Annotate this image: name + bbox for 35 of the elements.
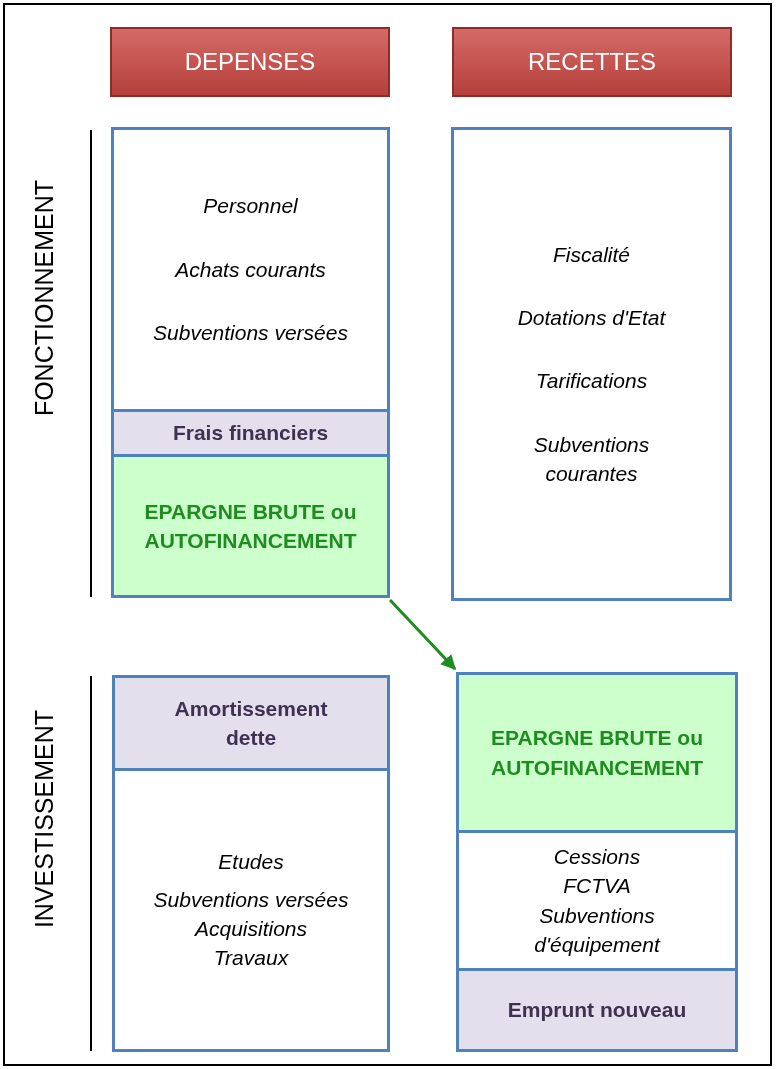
section-title: EPARGNE BRUTE ou AUTOFINANCEMENT xyxy=(490,725,704,781)
section-box xyxy=(112,675,390,771)
section-title: EPARGNE BRUTE ou AUTOFINANCEMENT xyxy=(143,498,358,554)
category-text: Subventions d'équipement xyxy=(533,902,662,958)
category-text: Dotations d'Etat xyxy=(517,304,666,331)
section-title: Emprunt nouveau xyxy=(507,997,687,1024)
section-box xyxy=(456,968,738,1052)
section-title: Frais financiers xyxy=(172,420,329,447)
category-box xyxy=(111,127,390,412)
category-text: Achats courants xyxy=(175,256,326,283)
savings-box xyxy=(456,672,738,833)
header-title: DEPENSES xyxy=(184,47,316,78)
header-title: RECETTES xyxy=(528,47,656,78)
category-text: Tarifications xyxy=(535,368,648,395)
category-text: Etudes xyxy=(218,849,284,876)
category-box xyxy=(451,127,732,601)
section-label: FONCTIONNEMENT xyxy=(30,180,59,417)
savings-box xyxy=(111,454,390,598)
category-text: Subventions versées xyxy=(153,320,348,347)
category-text: Personnel xyxy=(203,193,298,220)
category-text: FCTVA xyxy=(563,873,631,900)
header-box xyxy=(110,27,390,97)
category-text: Fiscalité xyxy=(553,241,630,268)
category-text: Subventions courantes xyxy=(532,431,651,488)
category-text: Cessions xyxy=(553,843,641,870)
category-box xyxy=(456,830,738,971)
category-box xyxy=(112,768,390,1052)
section-title: Amortissement dette xyxy=(173,695,329,751)
section-box xyxy=(111,409,390,457)
section-label: INVESTISSEMENT xyxy=(30,710,59,929)
category-text: Travaux xyxy=(213,945,289,972)
category-text: Subventions versées xyxy=(153,886,349,913)
category-text: Acquisitions xyxy=(194,916,308,942)
header-box xyxy=(452,27,732,97)
arrow xyxy=(388,598,457,671)
